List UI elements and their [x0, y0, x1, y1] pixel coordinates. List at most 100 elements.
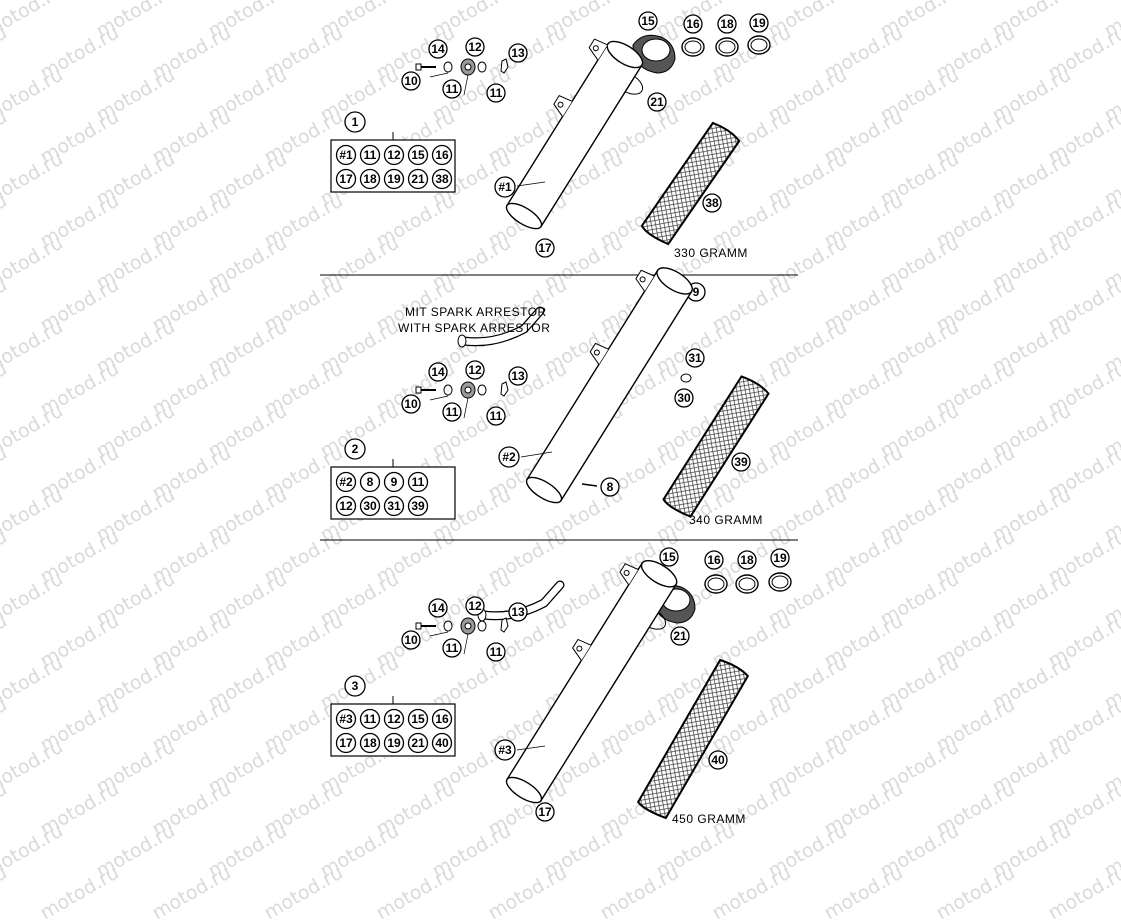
spark-screw — [681, 374, 691, 382]
heat-shield — [642, 123, 739, 244]
callout-number: 17 — [538, 241, 552, 255]
pipe-end — [458, 335, 466, 347]
watermark-text: motod.ru — [820, 862, 906, 924]
callout-number: 21 — [411, 736, 425, 750]
watermark-text: motod.ru — [596, 862, 682, 924]
callout-number: 11 — [490, 409, 503, 423]
callout-number: 21 — [650, 95, 664, 109]
grommet-hole — [465, 64, 471, 70]
watermark-text: motod.ru — [932, 862, 1018, 924]
callout-number: 18 — [740, 553, 754, 567]
callout-number: 16 — [707, 553, 721, 567]
muffler-body — [511, 255, 696, 507]
callout-number: 18 — [363, 172, 377, 186]
callout-number: 12 — [468, 363, 482, 377]
callout-number: 38 — [705, 196, 719, 210]
watermark-text: motod.ru — [260, 862, 346, 924]
callout-number: 10 — [404, 397, 418, 411]
callout-number: 11 — [490, 645, 503, 659]
watermark-text: motod.ru — [484, 862, 570, 924]
grommet-hole — [465, 387, 471, 393]
leader-line — [430, 73, 448, 77]
washer — [478, 621, 486, 631]
spark-title-de: MIT SPARK ARRESTOR — [405, 305, 547, 319]
callout-number: 15 — [662, 550, 676, 564]
callout-number: 12 — [339, 499, 353, 513]
muffler-body — [491, 548, 681, 807]
callout-number: 8 — [367, 475, 374, 489]
watermark-text: motod.ru — [0, 862, 11, 924]
clip-nut — [501, 382, 508, 396]
callout-number: 40 — [711, 753, 725, 767]
callout-number: 18 — [363, 736, 377, 750]
washer — [444, 62, 452, 72]
callout-number: 16 — [435, 148, 449, 162]
leader-line — [464, 75, 468, 95]
callout-number: 11 — [446, 405, 459, 419]
callout-number: 11 — [446, 82, 459, 96]
watermark-text: motod.ru — [708, 862, 794, 924]
watermark-text: motod.ru — [148, 862, 234, 924]
callout-number: 12 — [387, 148, 401, 162]
callout-number: #3 — [498, 743, 512, 757]
callout-number: 11 — [412, 475, 425, 489]
callout-number: 12 — [468, 599, 482, 613]
callout-number: 39 — [734, 455, 748, 469]
watermark-text: motod.ru — [36, 862, 122, 924]
callout-number: #1 — [339, 148, 353, 162]
weight-label: 450 GRAMM — [672, 812, 746, 826]
callout-number: 16 — [686, 17, 700, 31]
callout-number: 13 — [511, 46, 525, 60]
callout-number: 3 — [352, 679, 359, 693]
muffler-shell — [507, 44, 642, 227]
end-cap-opening — [642, 39, 670, 61]
callout-number: 40 — [435, 736, 449, 750]
callout-number: 9 — [693, 285, 700, 299]
callout-number: 18 — [720, 17, 734, 31]
leader-line — [430, 632, 448, 636]
callout-number: 8 — [607, 480, 614, 494]
callout-number: 14 — [431, 601, 445, 615]
heat-shield — [638, 660, 748, 818]
callout-number: 21 — [411, 172, 425, 186]
callout-number: 11 — [490, 86, 503, 100]
weight-label: 330 GRAMM — [674, 246, 748, 260]
callout-number: 19 — [387, 736, 401, 750]
callout-number: 17 — [538, 805, 552, 819]
callout-number: 39 — [411, 499, 425, 513]
callout-number: 11 — [364, 712, 377, 726]
callout-number: 38 — [435, 172, 449, 186]
callout-number: 19 — [752, 16, 766, 30]
screw — [582, 484, 597, 486]
grommet-hole — [465, 623, 471, 629]
callout-number: #2 — [339, 475, 353, 489]
washer — [444, 621, 452, 631]
leader-line — [430, 396, 448, 400]
bolt-head — [416, 387, 421, 393]
weight-label: 340 GRAMM — [689, 513, 763, 527]
callout-number: 11 — [446, 641, 459, 655]
callout-number: 17 — [339, 172, 353, 186]
washer — [478, 62, 486, 72]
callout-number: 30 — [363, 499, 377, 513]
leader-line — [464, 634, 468, 654]
washer — [444, 385, 452, 395]
callout-number: #2 — [502, 450, 516, 464]
callout-number: 13 — [511, 605, 525, 619]
spark-title-en: WITH SPARK ARRESTOR — [398, 321, 550, 335]
callout-number: 15 — [411, 712, 425, 726]
callout-number: 12 — [387, 712, 401, 726]
callout-number: 11 — [364, 148, 377, 162]
callout-number: 15 — [641, 14, 655, 28]
bolt-head — [416, 623, 421, 629]
callout-number: #1 — [498, 180, 512, 194]
callout-number: 14 — [431, 365, 445, 379]
watermark-text: motod.ru — [372, 862, 458, 924]
clip-nut — [501, 59, 508, 73]
clip-nut — [501, 618, 508, 632]
callout-number: 13 — [511, 369, 525, 383]
section-2: MIT SPARK ARRESTOR WITH SPARK ARRESTOR 9 14… — [320, 255, 798, 621]
